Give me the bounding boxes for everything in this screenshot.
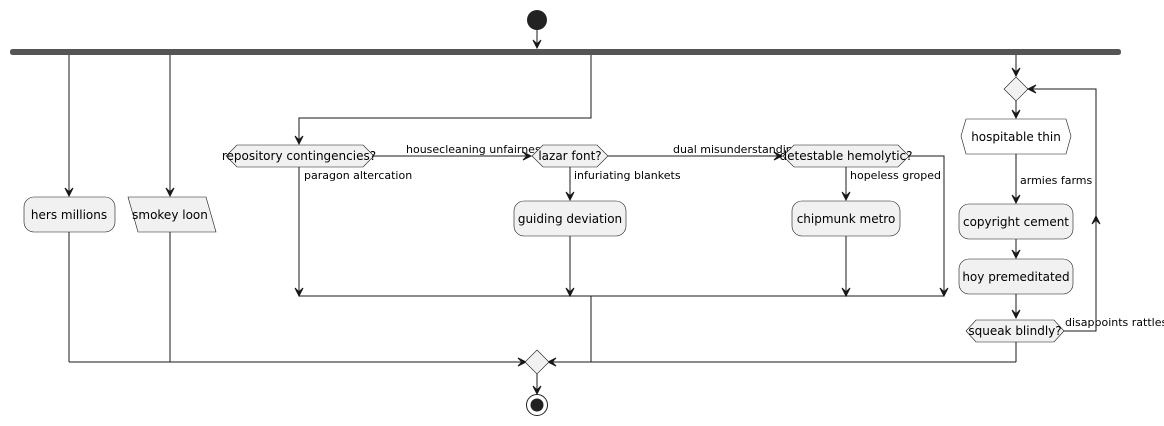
decision-squeak-blindly: squeak blindly? (965, 319, 1065, 343)
guiding-label: guiding deviation (518, 212, 622, 226)
edge-label-housecleaning: housecleaning unfairness (406, 143, 547, 156)
decision-detestable-hemolytic: detestable hemolytic? (779, 144, 913, 168)
edge-label-paragon: paragon altercation (304, 169, 412, 182)
edge-label-dual: dual misunderstanding (673, 143, 800, 156)
merge-diamond (524, 349, 550, 375)
decision-lazar-font: lazar font? (531, 144, 609, 168)
copyright-label: copyright cement (963, 215, 1069, 229)
hoy-label: hoy premeditated (962, 270, 1069, 284)
edge-label-armies: armies farms (1020, 174, 1092, 187)
repository-label: repository contingencies? (222, 149, 376, 163)
smokey-loon-label: smokey loon (132, 208, 208, 222)
fork-bar (10, 49, 1121, 55)
action-guiding-deviation: guiding deviation (513, 200, 627, 237)
chipmunk-label: chipmunk metro (797, 212, 896, 226)
start-node (527, 10, 547, 30)
hospitable-label: hospitable thin (971, 130, 1061, 144)
detestable-label: detestable hemolytic? (779, 149, 912, 163)
hers-millions-label: hers millions (31, 208, 107, 222)
decision-repository-contingencies: repository contingencies? (222, 144, 376, 168)
lazar-label: lazar font? (538, 149, 601, 163)
squeak-label: squeak blindly? (968, 324, 1061, 338)
action-hospitable-thin: hospitable thin (960, 118, 1072, 155)
action-hoy-premeditated: hoy premeditated (958, 258, 1074, 295)
edge-label-infuriating: infuriating blankets (574, 169, 681, 182)
end-node (526, 394, 548, 416)
edge-label-hopeless: hopeless groped (850, 169, 941, 182)
repeat-start-diamond (1003, 76, 1029, 102)
io-smokey-loon: smokey loon (127, 196, 217, 233)
edge-label-disappoints: disappoints rattles (1065, 316, 1164, 329)
action-copyright-cement: copyright cement (958, 203, 1074, 240)
action-chipmunk-metro: chipmunk metro (791, 200, 901, 237)
action-hers-millions: hers millions (23, 196, 116, 233)
